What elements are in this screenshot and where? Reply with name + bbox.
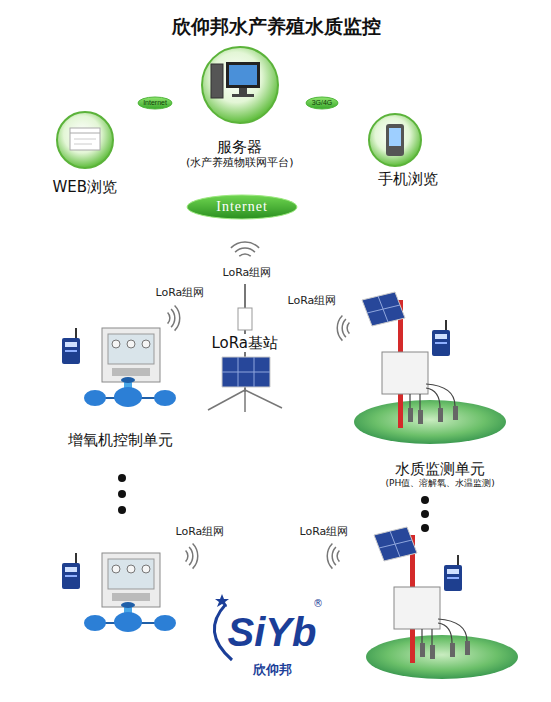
internet-oval: Internet [186,194,298,220]
node-title: 水质监测单元 [395,460,485,478]
logo-star [215,594,229,607]
node-title: 服务器 [217,138,262,156]
monitor-caption: 水质监测单元(PH值、溶解氧、水温监测) [386,460,495,489]
pc-monitor [226,62,260,88]
node-title: LoRa基站 [210,334,281,352]
node-title: 手机浏览 [378,170,438,188]
node-title: Internet [216,199,268,216]
node-title: 增氧机控制单元 [68,431,173,449]
server-caption: 服务器(水产养殖物联网平台) [186,138,294,169]
water-monitor-unit [366,527,518,679]
network-label: LoRa组网 [156,286,205,299]
network-label: LoRa组网 [300,525,349,538]
node-title: 3G/4G [312,99,333,107]
network-label: LoRa组网 [288,294,337,307]
browser-line [74,139,96,140]
web-caption: WEB浏览 [53,178,118,196]
signal-wave [327,543,332,568]
tripod-leg [245,390,282,408]
signal-wave [342,319,346,337]
ellipsis-dot [421,524,429,532]
oval-outline [187,195,297,219]
web-icon [57,112,113,168]
logo-mark: SiYb [228,608,317,656]
aerator-unit [62,553,176,632]
signal-wave [189,547,193,565]
browser-bar [70,133,100,134]
phone-screen [389,128,401,146]
network-label: LoRa组网 [176,525,225,538]
solar-panel [222,357,270,387]
signal-wave [186,550,188,561]
tripod-leg [208,390,245,410]
pc-tower [211,64,223,98]
ellipsis-dot [118,490,126,498]
panel-grid [222,372,270,373]
node-title: Internet [143,99,167,107]
ellipsis-dot [118,474,126,482]
ellipsis-dot [421,510,429,518]
signal-wave [168,312,170,323]
signal-wave [235,248,255,252]
ellipsis-dot [118,506,126,514]
network-label: LoRa组网 [223,266,272,279]
signal-wave [239,254,250,256]
signal-wave [171,309,175,327]
station-box [238,308,252,330]
oval-outline [306,97,338,109]
signal-wave [193,543,198,568]
base-station-caption: LoRa基站 [210,334,281,352]
node-title: WEB浏览 [53,178,118,196]
registered-mark: ® [313,598,323,610]
mobile-caption: 手机浏览 [378,170,438,188]
signal-wave [332,547,336,565]
water-monitor-unit [354,292,506,444]
signal-wave [175,305,180,330]
browser-line [74,144,92,145]
aerator-unit [62,328,176,407]
diagram-title: 欣仰邦水产养殖水质监控 [172,15,381,38]
panel-grid [238,357,239,387]
network-oval: Internet [137,96,173,110]
mobile-icon [369,114,421,166]
pc-base [232,94,254,97]
browser-window [70,128,100,150]
network-oval: 3G/4G [305,96,339,110]
signal-wave [337,550,339,561]
ellipsis-dot [421,496,429,504]
pc-screen [229,65,257,85]
node-subtitle: (PH值、溶解氧、水温监测) [386,478,495,489]
oval-outline [138,97,172,109]
panel-grid [254,357,255,387]
server-icon [202,47,278,123]
node-subtitle: (水产养殖物联网平台) [186,156,294,169]
aerator-caption: 增氧机控制单元 [68,431,173,449]
signal-wave [231,242,259,248]
pc-stand [239,88,247,94]
tripod-leg [244,390,246,412]
signal-wave [337,315,342,340]
logo-name: 欣仰邦 [253,662,292,678]
signal-wave [347,322,349,333]
phone-body [386,124,404,156]
